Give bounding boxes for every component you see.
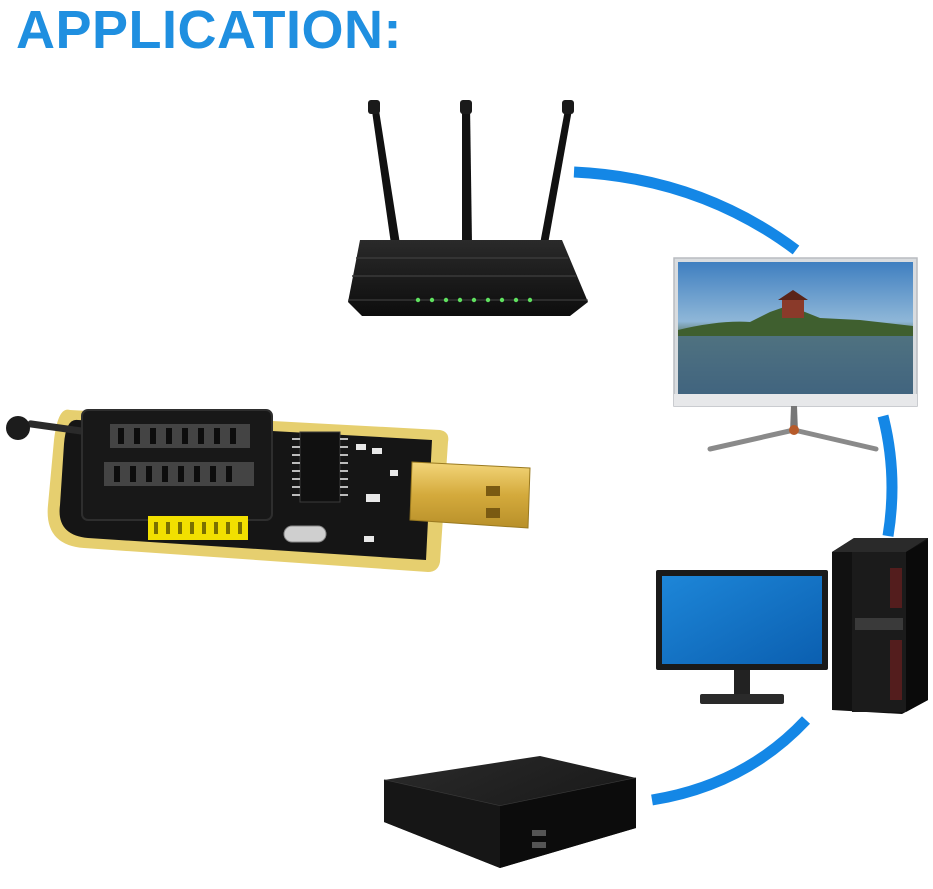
connector-lines <box>573 166 898 806</box>
connector-desktop-box <box>651 716 811 806</box>
router-icon <box>348 100 588 316</box>
connector-router-monitor <box>573 166 800 255</box>
set-top-box-icon <box>383 756 637 868</box>
page-title: APPLICATION: <box>16 0 402 60</box>
connector-monitor-desktop <box>877 414 898 537</box>
desktop-computer-icon <box>656 538 928 714</box>
ch341a-programmer-icon <box>6 409 531 572</box>
lcd-monitor-icon <box>673 257 918 452</box>
